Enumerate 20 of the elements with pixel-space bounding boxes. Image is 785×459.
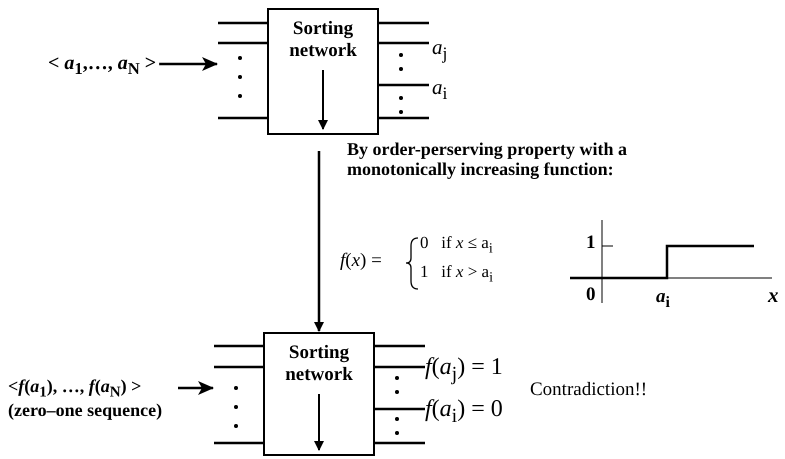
arrow	[314, 151, 324, 332]
annotation-text: By order-perserving property with a monotonically increasing function:	[347, 140, 628, 180]
formula-text: f(x) =	[340, 251, 382, 272]
tick-label: 0	[586, 285, 596, 306]
box-title: Sorting network	[288, 18, 358, 62]
input-sequence-label: < a$_{1}$,…, a$_{N}$ >	[48, 52, 156, 78]
tick-label: a$_{i}$	[656, 287, 670, 312]
input-sequence-label: <f(a$_{1}$), …, f(a$_{N}$) > (zero–one sequence)	[8, 377, 162, 421]
arrow	[178, 381, 214, 395]
output-label: a$_{j}$	[432, 36, 448, 64]
formula-text: 1 if x > a$_{i}$	[420, 263, 494, 286]
output-label: a$_{i}$	[432, 76, 448, 104]
tick-label: 1	[586, 233, 596, 254]
box-title: Sorting network	[284, 342, 354, 386]
output-label: f(a$_{i}$) = 0	[425, 396, 503, 427]
output-label: f(a$_{j}$) = 1	[425, 354, 503, 385]
formula-text: 0 if x ≤ a$_{i}$	[420, 234, 493, 257]
conclusion-text: Contradiction!!	[530, 380, 648, 401]
arrow	[159, 57, 218, 71]
axis-label: x	[768, 284, 778, 308]
